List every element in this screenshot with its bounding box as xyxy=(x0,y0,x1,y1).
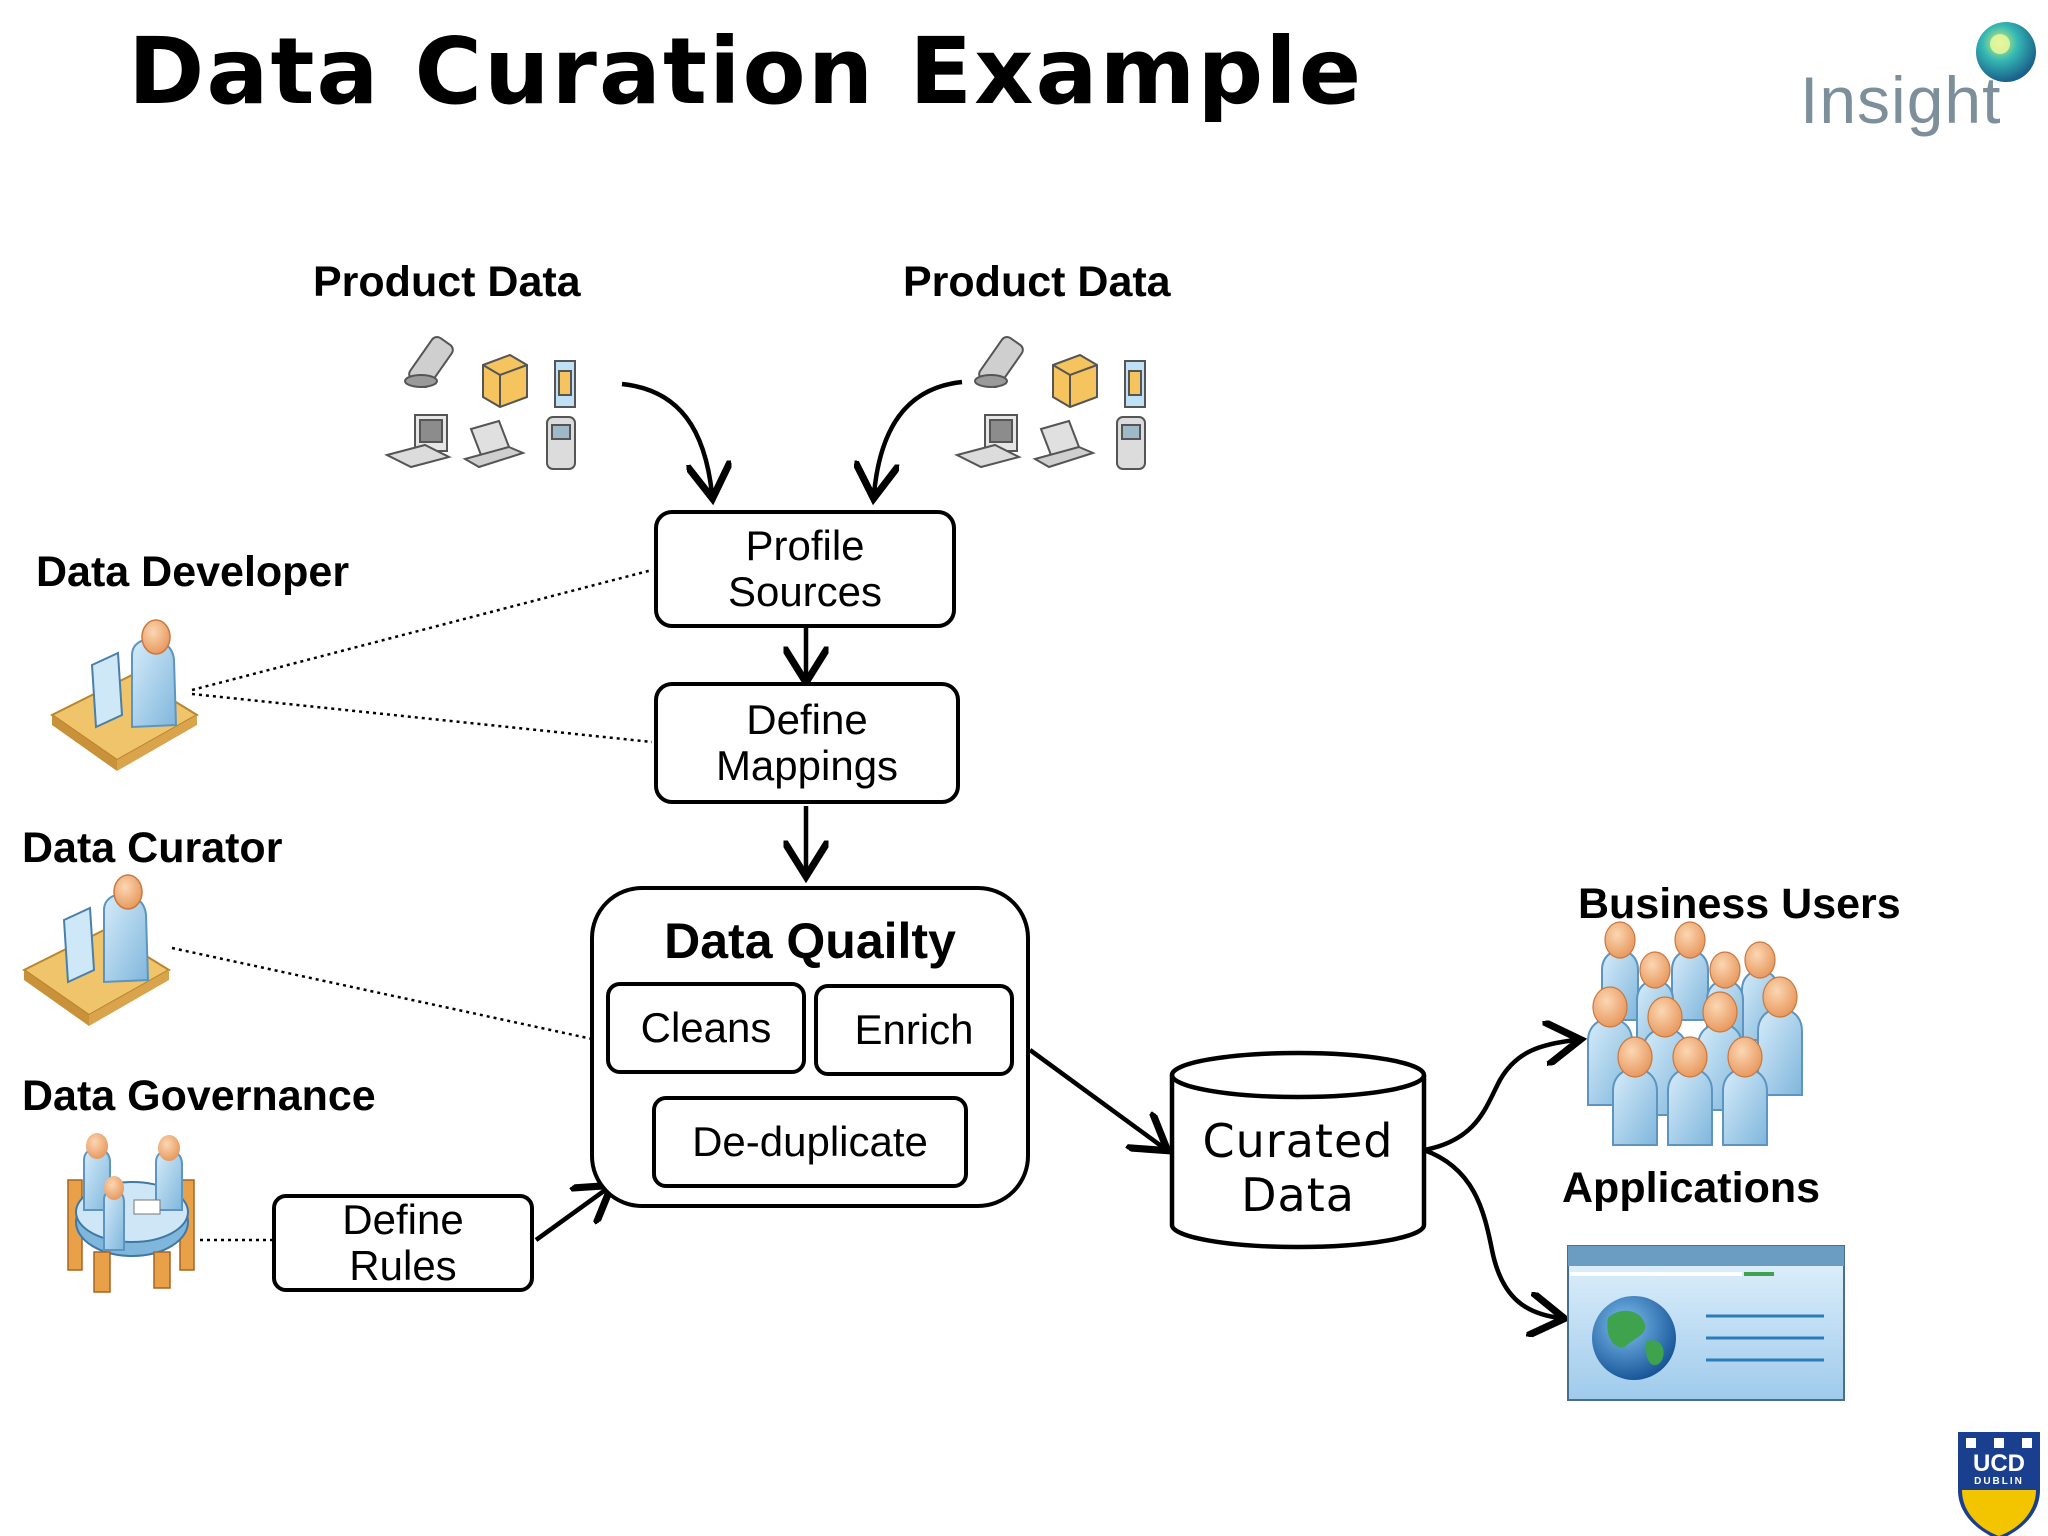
enrich-box: Enrich xyxy=(814,984,1014,1076)
dev-to-profile-line xyxy=(191,568,653,692)
data-developer-label: Data Developer xyxy=(36,548,350,596)
cleans-box: Cleans xyxy=(606,982,806,1074)
curated-to-apps-arrow xyxy=(1423,1147,1560,1318)
curated-data-label: Curated Data xyxy=(1172,1114,1424,1222)
business-users-label: Business Users xyxy=(1578,880,1901,928)
curator-to-cleans-line xyxy=(171,946,607,1044)
dotted-connectors xyxy=(171,568,653,1242)
data-governance-icon xyxy=(67,1133,195,1293)
deduplicate-box: De-duplicate xyxy=(652,1096,968,1188)
arrows xyxy=(534,379,1576,1318)
profile-sources-line1: Profile xyxy=(745,522,865,569)
applications-label: Applications xyxy=(1562,1164,1821,1212)
data-developer-icon xyxy=(50,619,199,771)
define-mappings-line2: Mappings xyxy=(715,742,899,789)
define-rules-line2: Rules xyxy=(349,1242,457,1289)
quality-to-curated-arrow xyxy=(1028,1048,1164,1148)
curated-to-users-arrow xyxy=(1423,1040,1576,1153)
define-mappings-box: Define Mappings xyxy=(654,682,960,804)
product-devices-left-icon xyxy=(384,335,576,470)
product-data-left-label: Product Data xyxy=(313,258,581,306)
curated-data-cylinder xyxy=(1169,1050,1427,1250)
ucd-crest-logo xyxy=(1958,1432,2040,1536)
curated-data-line2: Data xyxy=(1241,1168,1355,1222)
product-devices-right-icon xyxy=(954,335,1146,470)
data-governance-label: Data Governance xyxy=(22,1072,376,1120)
insight-logo-text: Insight xyxy=(1800,63,2002,137)
data-curator-icon xyxy=(22,874,171,1026)
ucd-logo-text: UCD xyxy=(1973,1450,2025,1477)
right-source-arrow xyxy=(874,379,963,494)
curated-data-line1: Curated xyxy=(1202,1114,1394,1168)
cleans-label: Cleans xyxy=(640,1004,772,1051)
define-rules-line1: Define xyxy=(342,1196,464,1243)
business-users-icon xyxy=(1587,921,1803,1146)
deduplicate-label: De-duplicate xyxy=(692,1118,928,1165)
profile-sources-box: Profile Sources xyxy=(654,510,956,628)
enrich-label: Enrich xyxy=(854,1006,974,1053)
define-rules-box: Define Rules xyxy=(272,1194,534,1292)
dev-to-mappings-line xyxy=(191,692,653,744)
slide-title: Data Curation Example xyxy=(128,18,1364,125)
data-quality-title: Data Quailty xyxy=(664,913,956,969)
ucd-logo-subtext: DUBLIN xyxy=(1974,1476,2024,1487)
product-data-right-label: Product Data xyxy=(903,258,1171,306)
profile-sources-line2: Sources xyxy=(727,568,883,615)
applications-window-icon xyxy=(1567,1245,1845,1401)
left-source-arrow xyxy=(621,381,712,494)
define-mappings-line1: Define xyxy=(746,696,868,743)
data-curator-label: Data Curator xyxy=(22,824,283,872)
rules-to-quality-arrow xyxy=(534,1188,608,1242)
